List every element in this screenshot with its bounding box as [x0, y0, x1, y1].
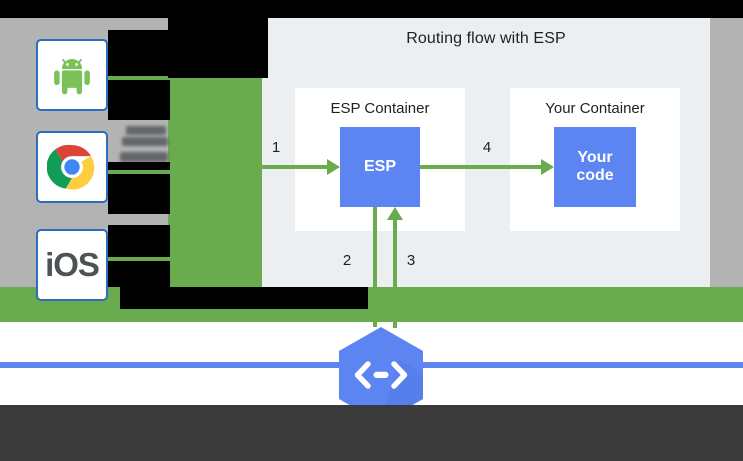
your-code-label-line1: Your: [577, 148, 613, 166]
your-container-label: Your Container: [545, 100, 645, 117]
arrow-2-line: [373, 207, 377, 327]
arrow-1-line: [262, 165, 328, 169]
arrow-4-label: 4: [482, 139, 492, 156]
ios-icon: iOS: [45, 246, 100, 283]
your-container: Your Container: [510, 88, 680, 231]
esp-container: ESP Container: [295, 88, 465, 231]
esp-box-label: ESP: [363, 157, 396, 175]
arrow-1-head: [327, 159, 340, 175]
occlusion-rect-4: [108, 174, 170, 214]
your-code-box: Your code: [554, 127, 636, 207]
top-black-bar: [0, 0, 743, 18]
occlusion-rect-2: [108, 80, 170, 120]
arrow-3-label: 3: [406, 252, 416, 269]
client-card-android[interactable]: [36, 39, 108, 111]
occlusion-rect-5: [108, 225, 170, 257]
occlusion-rect-3: [108, 162, 170, 170]
android-icon: [54, 58, 90, 95]
esp-box: ESP: [340, 127, 420, 207]
occlusion-rect-6: [108, 261, 170, 287]
bottom-dark-overlay-bar: [0, 405, 743, 461]
arrow-3-line: [393, 218, 397, 328]
arrow-4-line: [420, 165, 542, 169]
page-title: Routing flow with ESP: [406, 30, 566, 47]
client-connector-ios: [108, 257, 170, 261]
your-code-label-line2: code: [576, 167, 614, 184]
client-card-ios[interactable]: iOS: [36, 229, 108, 301]
green-horizontal-band: [0, 287, 743, 322]
arrow-2-label: 2: [342, 252, 352, 269]
smudged-label-1: [126, 126, 166, 135]
smudged-label-2: [122, 137, 168, 146]
arrow-4-head: [541, 159, 554, 175]
arrow-1-label: 1: [271, 139, 281, 156]
client-connector-android: [108, 76, 170, 80]
esp-container-label: ESP Container: [330, 100, 430, 117]
arrow-3-head: [387, 207, 403, 220]
client-connector-chrome: [108, 170, 170, 174]
occlusion-rect-7: [120, 287, 368, 309]
smudged-label-3: [120, 152, 168, 162]
green-ingress-block: [168, 78, 262, 287]
client-card-chrome[interactable]: [36, 131, 108, 203]
occlusion-rect-8: [168, 18, 268, 78]
chrome-icon: [47, 144, 95, 190]
